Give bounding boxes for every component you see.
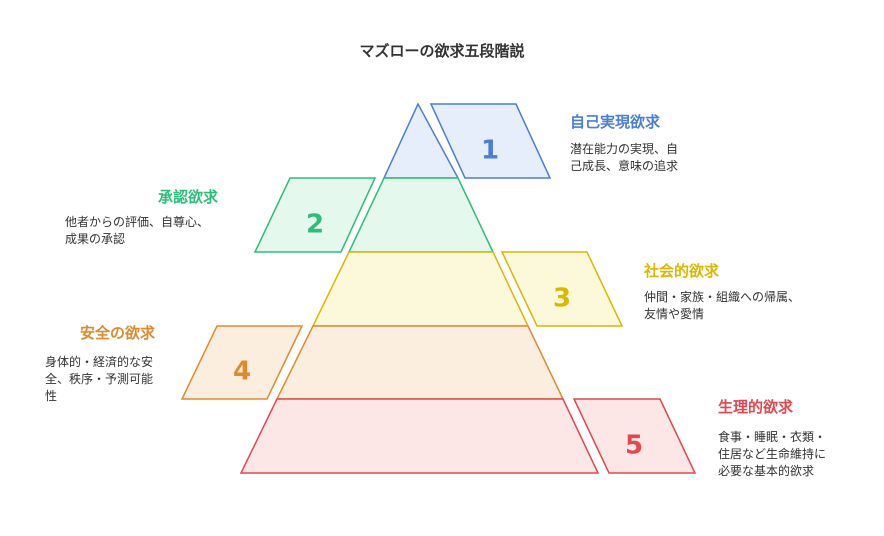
level-2-description: 他者からの評価、自尊心、 成果の承認 xyxy=(65,214,209,248)
pyramid-tier-5 xyxy=(239,398,600,474)
number-label-3: 3 xyxy=(553,284,571,314)
number-label-1: 1 xyxy=(481,136,499,166)
level-1-desc-line: 潜在能力の実現、自 xyxy=(570,142,679,156)
level-1-description: 潜在能力の実現、自 己成長、意味の追求 xyxy=(570,141,678,175)
level-1-title: 自己実現欲求 xyxy=(570,113,661,131)
level-4-desc-line: 身体的・経済的な安 xyxy=(45,355,154,369)
number-box-1 xyxy=(429,103,552,179)
level-3-title: 社会的欲求 xyxy=(644,262,720,280)
number-box-2 xyxy=(253,177,377,253)
number-box-4 xyxy=(180,325,304,400)
level-4-title: 安全の欲求 xyxy=(80,324,156,342)
level-4-desc-line: 全、秩序・予測可能 xyxy=(45,372,154,386)
pyramid-tier-3 xyxy=(311,251,530,327)
diagram-title: マズローの欲求五段階説 xyxy=(359,42,525,60)
level-5-description: 食事・睡眠・衣類・ 住居など生命維持に 必要な基本的欲求 xyxy=(718,429,826,480)
number-label-2: 2 xyxy=(306,210,324,240)
number-box-3 xyxy=(500,251,624,327)
level-3-desc-line: 仲間・家族・組織への帰属、 xyxy=(644,290,801,304)
level-5-desc-line: 必要な基本的欲求 xyxy=(718,464,815,478)
level-5-title: 生理的欲求 xyxy=(718,398,794,416)
level-5-desc-line: 食事・睡眠・衣類・ xyxy=(718,430,827,444)
level-2-desc-line: 成果の承認 xyxy=(65,232,126,246)
number-box-5 xyxy=(572,398,697,474)
number-label-5: 5 xyxy=(625,431,643,461)
level-1-desc-line: 己成長、意味の追求 xyxy=(570,159,679,173)
pyramid-tier-4 xyxy=(275,325,565,400)
level-4-description: 身体的・経済的な安 全、秩序・予測可能 性 xyxy=(45,354,153,405)
level-3-description: 仲間・家族・組織への帰属、 友情や愛情 xyxy=(644,289,800,323)
level-2-title: 承認欲求 xyxy=(158,188,219,206)
number-label-4: 4 xyxy=(233,357,251,387)
level-2-desc-line: 他者からの評価、自尊心、 xyxy=(65,215,210,229)
level-3-desc-line: 友情や愛情 xyxy=(644,307,705,321)
level-5-desc-line: 住居など生命維持に xyxy=(718,447,827,461)
level-4-desc-line: 性 xyxy=(45,389,58,403)
